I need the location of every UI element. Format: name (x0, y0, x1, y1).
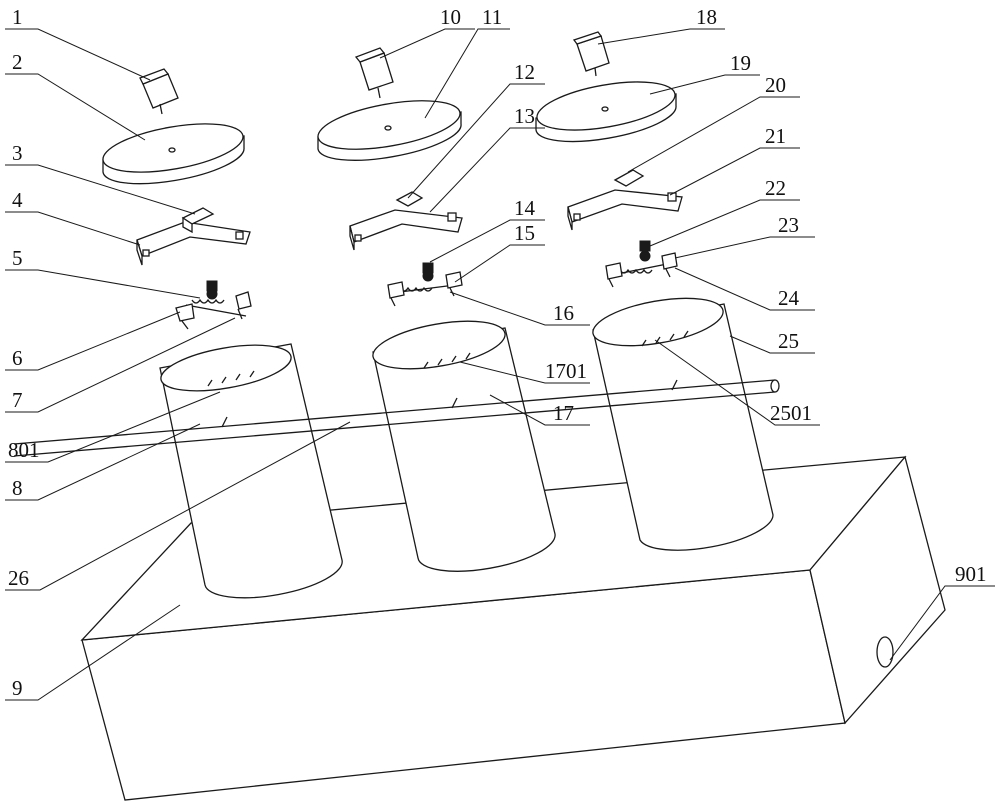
frame-right (567, 169, 683, 231)
callout-5: 5 (12, 246, 23, 270)
clamp-right (605, 240, 678, 288)
callout-3: 3 (12, 141, 23, 165)
callout-6: 6 (12, 346, 23, 370)
callout-15: 15 (514, 221, 535, 245)
cylinder-right (592, 297, 774, 551)
callout-26: 26 (8, 566, 29, 590)
disc-left (102, 123, 245, 185)
outlet-hole-901 (876, 636, 894, 668)
callout-21: 21 (765, 124, 786, 148)
callout-1701: 1701 (545, 359, 587, 383)
leader-lines (5, 28, 995, 701)
disc-right (535, 81, 677, 143)
callout-7: 7 (12, 388, 23, 412)
callout-12: 12 (514, 60, 535, 84)
frame-left (136, 207, 251, 266)
callout-20: 20 (765, 73, 786, 97)
cylinder-left (159, 343, 343, 599)
callout-13: 13 (514, 104, 535, 128)
callout-17: 17 (553, 401, 574, 425)
frame-middle (349, 191, 463, 251)
callout-23: 23 (778, 213, 799, 237)
callout-25: 25 (778, 329, 799, 353)
disc-middle (317, 100, 462, 161)
callout-labels: 1 2 3 4 5 6 7 801 8 26 9 10 11 12 13 14 … (8, 5, 987, 700)
callout-901: 901 (955, 562, 987, 586)
callout-18: 18 (696, 5, 717, 29)
clamp-left (175, 280, 252, 330)
motor-middle (354, 47, 394, 99)
callout-8: 8 (12, 476, 23, 500)
clamp-middle (387, 262, 463, 307)
connecting-pipe (13, 379, 780, 457)
callout-801: 801 (8, 438, 40, 462)
callout-11: 11 (482, 5, 502, 29)
callout-14: 14 (514, 196, 536, 220)
callout-1: 1 (12, 5, 23, 29)
callout-19: 19 (730, 51, 751, 75)
callout-2: 2 (12, 50, 23, 74)
callout-22: 22 (765, 176, 786, 200)
callout-2501: 2501 (770, 401, 812, 425)
callout-24: 24 (778, 286, 800, 310)
callout-9: 9 (12, 676, 23, 700)
callout-10: 10 (440, 5, 461, 29)
callout-16: 16 (553, 301, 574, 325)
callout-4: 4 (12, 188, 23, 212)
motor-right (572, 31, 610, 77)
cylinder-middle (372, 320, 556, 572)
motor-left (139, 68, 179, 115)
